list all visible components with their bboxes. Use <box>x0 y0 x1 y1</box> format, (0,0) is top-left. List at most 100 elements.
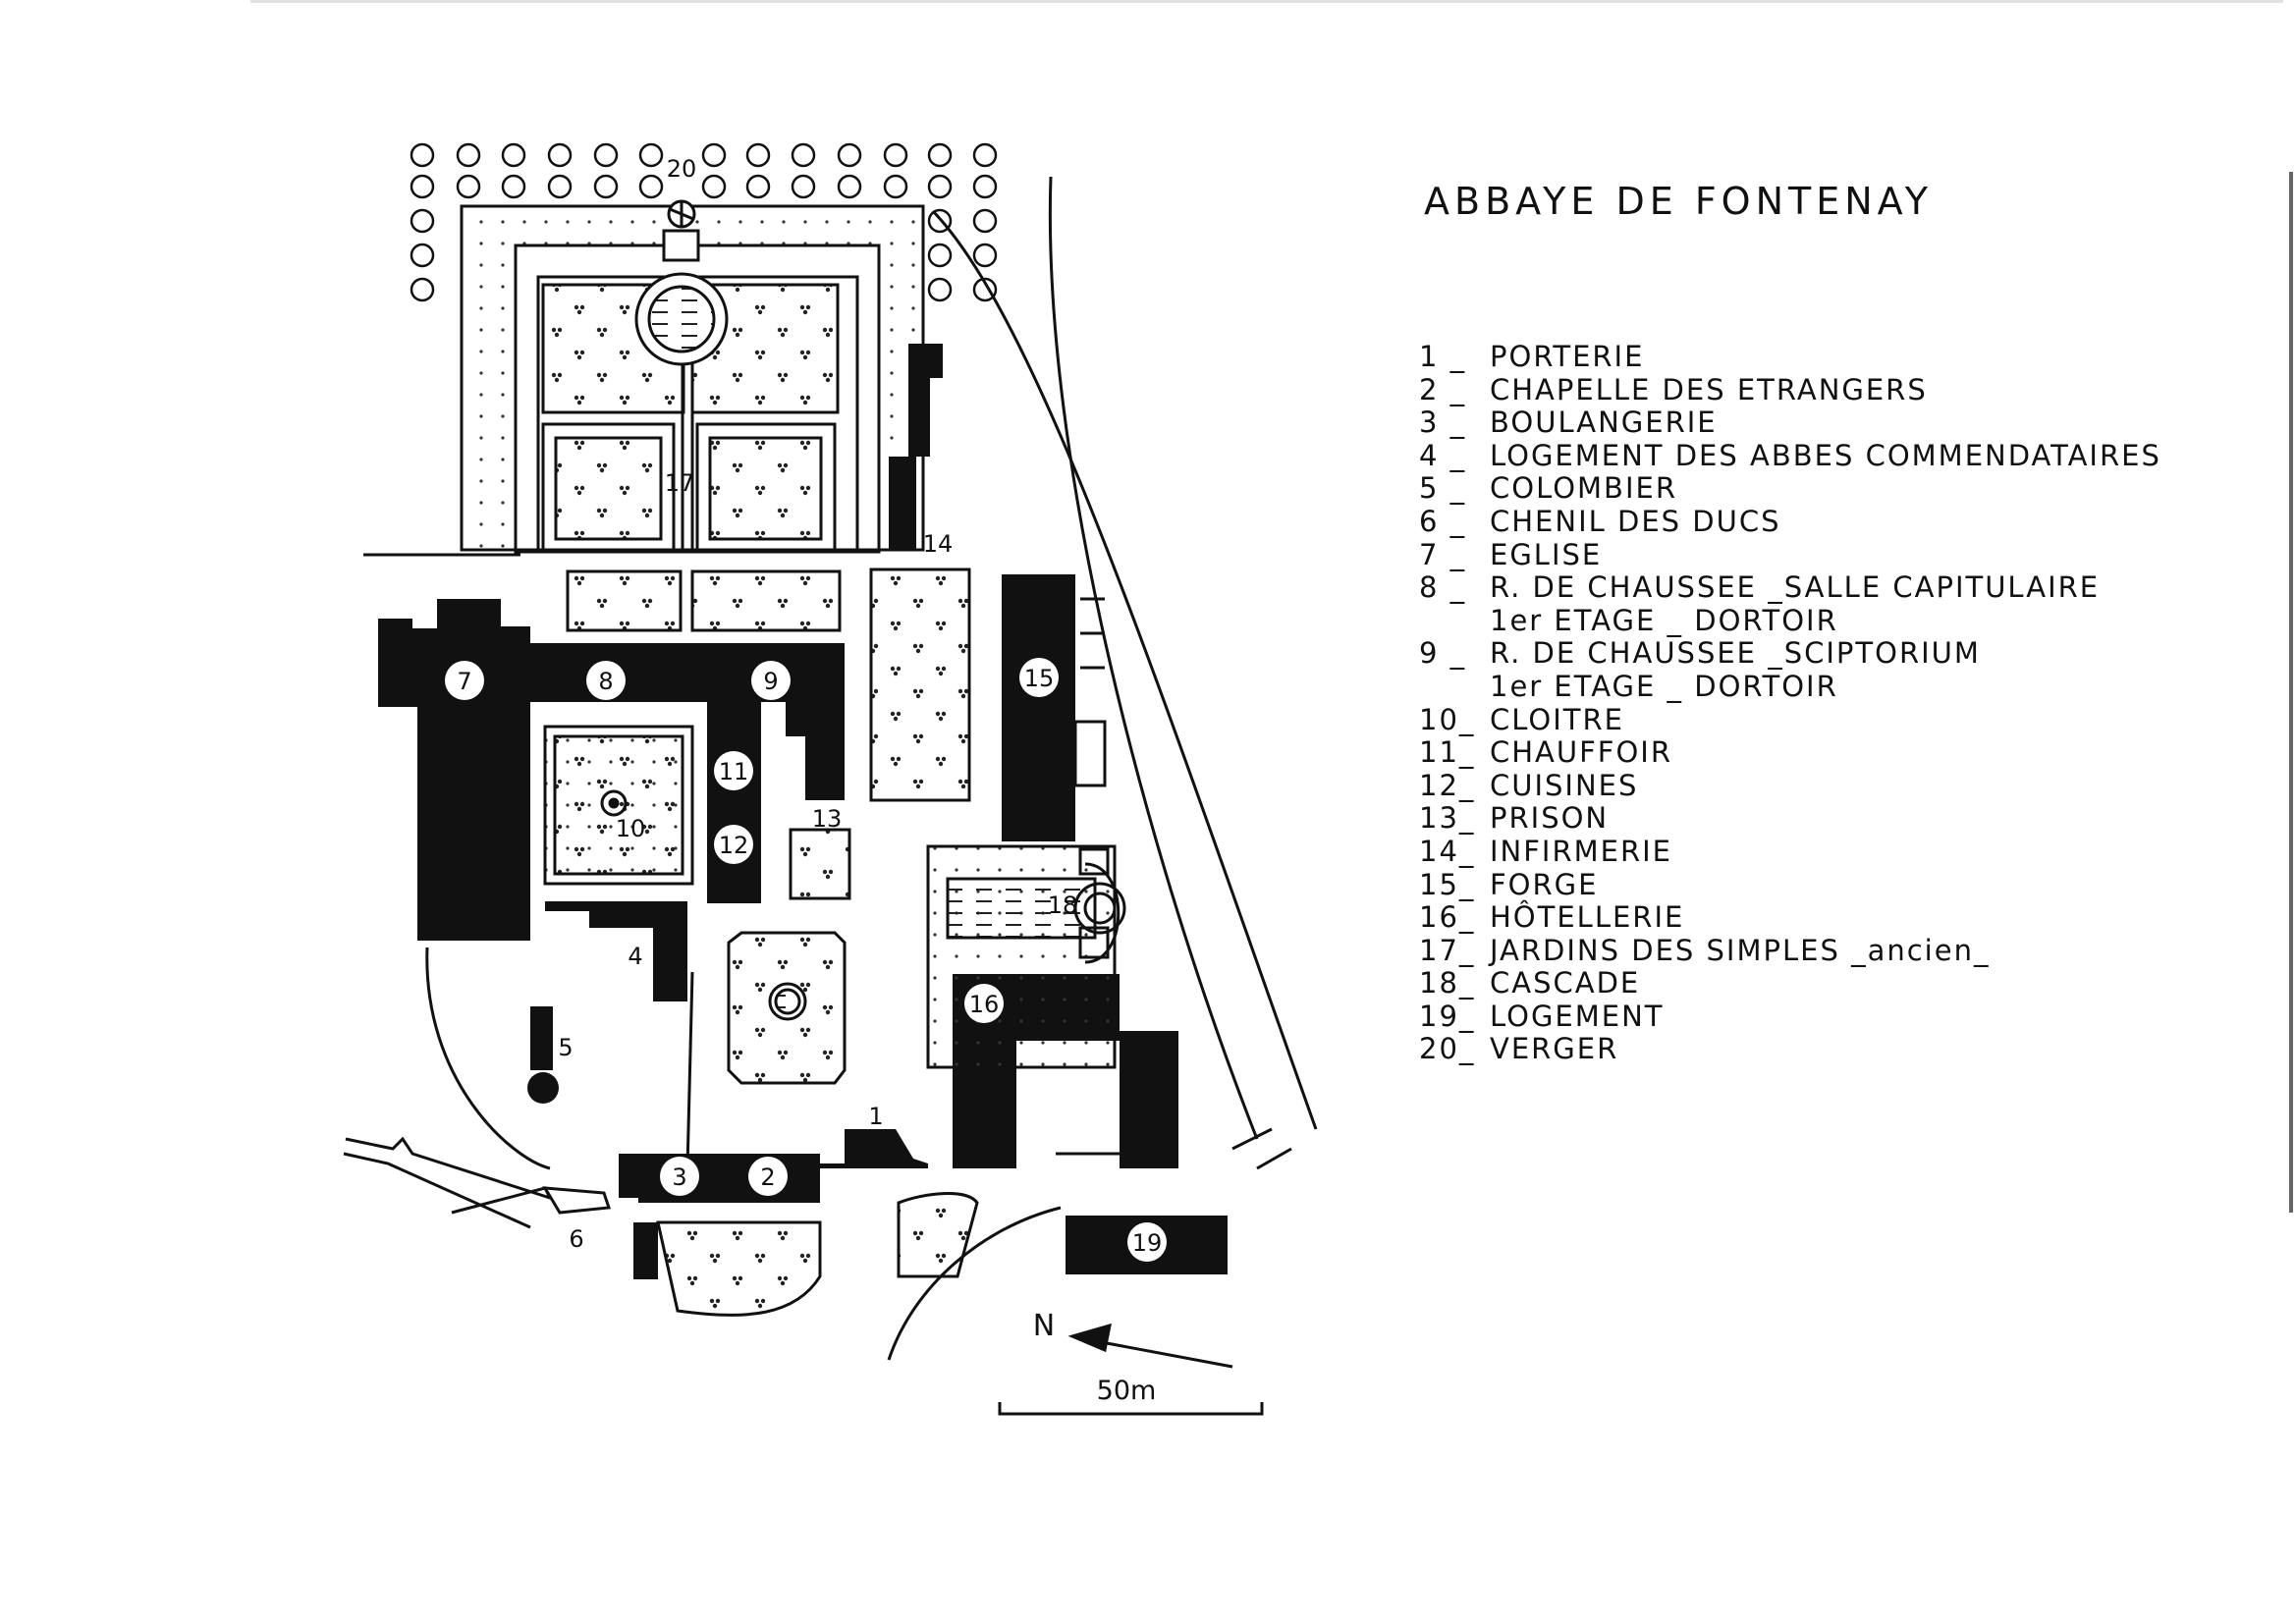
legend-number: 13_ <box>1419 801 1476 836</box>
legend-subline: 1er ETAGE _ DORTOIR <box>1490 669 1838 703</box>
tree-symbol <box>972 208 998 234</box>
legend-label: BOULANGERIE <box>1490 406 1718 440</box>
legend-item: 1 _ PORTERIE <box>1419 340 2161 374</box>
legend-label: PORTERIE <box>1490 340 1645 373</box>
plan-number-circles <box>445 658 1167 1262</box>
legend-item: 4 _LOGEMENT DES ABBES COMMENDATAIRES <box>1419 438 2161 473</box>
tree-symbol <box>701 142 727 168</box>
tree-symbol <box>883 142 908 168</box>
tree-symbol <box>410 243 435 268</box>
legend-label: CLOITRE <box>1490 702 1624 736</box>
legend-label: CHENIL DES DUCS <box>1490 504 1781 538</box>
tree-symbol <box>410 208 435 234</box>
plan-label-18: 18 <box>1048 892 1078 919</box>
legend-item: 11_CHAUFFOIR <box>1419 736 2161 770</box>
scale-label: 50m <box>1097 1376 1157 1406</box>
tree-symbol <box>927 208 953 234</box>
legend-item: 2 _CHAPELLE DES ETRANGERS <box>1419 372 2161 407</box>
legend-item: 14_ INFIRMERIE <box>1419 834 2161 869</box>
legend-number: 6 _ <box>1419 504 1467 538</box>
legend-number: 11_ <box>1419 735 1476 770</box>
tree-symbol <box>927 174 953 199</box>
plan-label-15: 15 <box>1024 665 1055 692</box>
plan-label-11: 11 <box>719 758 749 785</box>
tree-symbol <box>593 142 619 168</box>
legend-label: EGLISE <box>1490 537 1603 571</box>
legend-item: 15_FORGE <box>1419 868 2161 902</box>
legend-item: 10_ CLOITRE <box>1419 702 2161 737</box>
legend-number: 18_ <box>1419 966 1476 1001</box>
legend-item: 12_ CUISINES <box>1419 768 2161 803</box>
legend-number: 20_ <box>1419 1032 1476 1066</box>
tree-symbol <box>547 174 573 199</box>
legend-item: 20_ VERGER <box>1419 1033 2161 1066</box>
plan-label-13: 13 <box>812 805 843 833</box>
legend-number: 9 _ <box>1419 636 1467 671</box>
tree-symbol <box>791 174 816 199</box>
tree-symbol <box>547 142 573 168</box>
legend-number: 1 _ <box>1419 340 1467 373</box>
tree-symbol <box>410 277 435 302</box>
legend-number: 17_ <box>1419 933 1476 967</box>
tree-symbol <box>927 277 953 302</box>
tree-symbol <box>745 142 771 168</box>
legend-item: 8 _R. DE CHAUSSEE _SALLE CAPITULAIRE <box>1419 571 2161 605</box>
tree-symbol <box>837 142 862 168</box>
plan-label-5: 5 <box>558 1034 573 1061</box>
jardins-des-simples <box>363 199 925 557</box>
legend-label: CASCADE <box>1490 966 1641 1001</box>
road <box>343 176 1318 1361</box>
plan-label-17: 17 <box>665 469 695 497</box>
legend-item: 13_PRISON <box>1419 802 2161 836</box>
legend-subline: 1er ETAGE _ DORTOIR <box>1490 603 1838 637</box>
top-border <box>250 0 2283 3</box>
legend-number: 19_ <box>1419 999 1476 1033</box>
tree-symbol <box>972 142 998 168</box>
cloitre <box>543 725 694 886</box>
tree-symbol <box>972 174 998 199</box>
tree-symbol <box>745 174 771 199</box>
page-title: ABBAYE DE FONTENAY <box>1424 180 1933 223</box>
plan-label-20: 20 <box>667 155 697 183</box>
tree-symbol <box>701 174 727 199</box>
garden-beds <box>566 568 971 802</box>
plan-label-10: 10 <box>616 815 646 842</box>
plan-label-7: 7 <box>457 668 471 695</box>
legend-item: 3 _ BOULANGERIE <box>1419 406 2161 440</box>
tree-symbol <box>883 174 908 199</box>
legend-number: 4 _ <box>1419 438 1467 472</box>
tree-symbol <box>456 142 481 168</box>
legend-label: CHAPELLE DES ETRANGERS <box>1490 372 1928 406</box>
tree-symbol <box>927 243 953 268</box>
legend-number: 14_ <box>1419 834 1476 868</box>
tree-symbol <box>972 277 998 302</box>
legend-label: INFIRMERIE <box>1490 834 1672 868</box>
legend-item: 9 _ R. DE CHAUSSEE _SCIPTORIUM <box>1419 637 2161 671</box>
legend-number: 7 _ <box>1419 537 1467 571</box>
legend-label: VERGER <box>1490 1032 1619 1066</box>
legend-label: LOGEMENT <box>1490 999 1665 1033</box>
verger-trees <box>410 142 998 302</box>
scale-bar <box>998 1402 1264 1416</box>
plan-label-3: 3 <box>672 1163 686 1191</box>
legend-item: 18_ CASCADE <box>1419 967 2161 1001</box>
legend-label: JARDINS DES SIMPLES _ancien_ <box>1490 933 1991 967</box>
legend-item: 6 _ CHENIL DES DUCS <box>1419 504 2161 539</box>
north-label: N <box>1033 1309 1055 1343</box>
tree-symbol <box>638 174 664 199</box>
tree-symbol <box>501 142 526 168</box>
legend-label: CUISINES <box>1490 768 1639 802</box>
legend-label: R. DE CHAUSSEE _SCIPTORIUM <box>1490 636 1981 671</box>
legend-label: R. DE CHAUSSEE _SALLE CAPITULAIRE <box>1490 570 2101 605</box>
right-border <box>2289 172 2293 1213</box>
legend-number: 12_ <box>1419 768 1476 802</box>
legend-number: 10_ <box>1419 702 1476 736</box>
plan-label-1: 1 <box>868 1103 883 1130</box>
tree-symbol <box>972 243 998 268</box>
tree-symbol <box>927 142 953 168</box>
legend-number: 3 _ <box>1419 406 1467 440</box>
legend-item: 17_ JARDINS DES SIMPLES _ancien_ <box>1419 933 2161 968</box>
legend-item: 19_ LOGEMENT <box>1419 999 2161 1034</box>
legend-label: COLOMBIER <box>1490 471 1677 506</box>
